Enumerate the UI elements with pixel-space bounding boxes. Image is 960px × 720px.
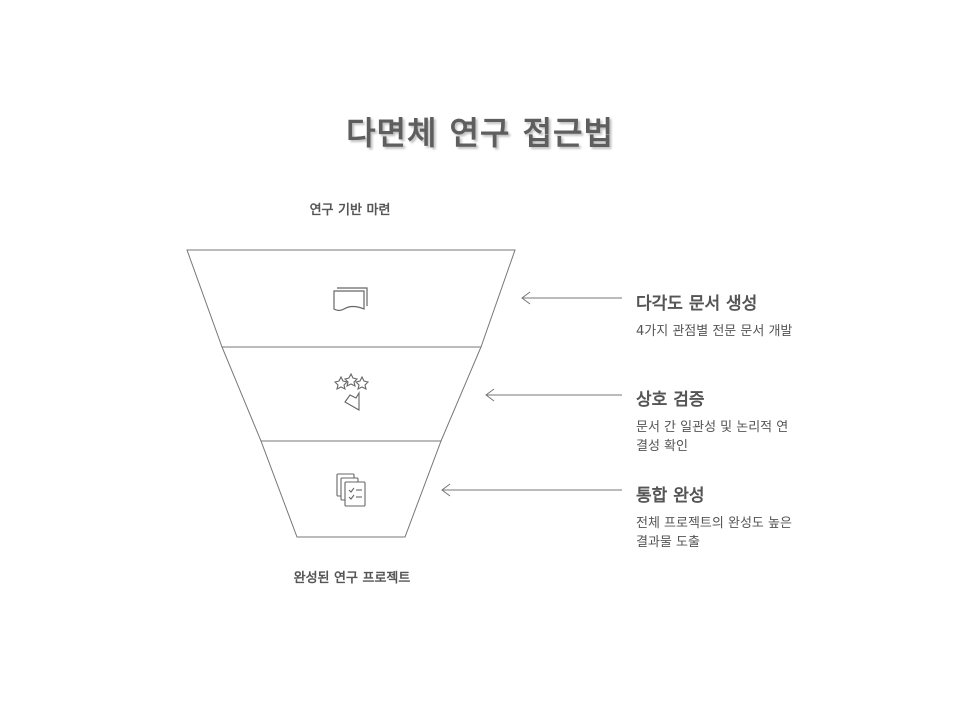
stage-2-title: 상호 검증 <box>636 390 705 410</box>
funnel-stage-2 <box>221 346 482 442</box>
stage-3-title: 통합 완성 <box>636 486 705 506</box>
arrow-stage-3 <box>441 483 622 497</box>
diagram-title: 다면체 연구 접근법 <box>346 114 614 152</box>
stage-3-callout: 통합 완성 전체 프로젝트의 완성도 높은 결과물 도출 <box>636 481 796 552</box>
stage-1-callout: 다각도 문서 생성 4가지 관점별 전문 문서 개발 <box>636 289 796 341</box>
funnel-stage-3 <box>260 440 442 538</box>
checklist-stack-icon <box>336 473 366 507</box>
arrow-stage-1 <box>521 291 622 305</box>
stage-1-description: 4가지 관점별 전문 문서 개발 <box>636 324 793 339</box>
documents-icon <box>333 287 368 312</box>
stage-1-title: 다각도 문서 생성 <box>636 294 758 314</box>
stage-2-description: 문서 간 일관성 및 논리적 연결성 확인 <box>636 420 789 454</box>
stage-3-description: 전체 프로젝트의 완성도 높은 결과물 도출 <box>636 516 792 550</box>
arrow-stage-2 <box>485 388 622 402</box>
stars-checkmark-icon <box>333 372 370 411</box>
funnel-stage-1 <box>186 249 516 348</box>
funnel-top-label: 연구 기반 마련 <box>309 203 391 218</box>
stage-2-callout: 상호 검증 문서 간 일관성 및 논리적 연결성 확인 <box>636 385 796 456</box>
funnel-bottom-label: 완성된 연구 프로젝트 <box>293 571 411 586</box>
